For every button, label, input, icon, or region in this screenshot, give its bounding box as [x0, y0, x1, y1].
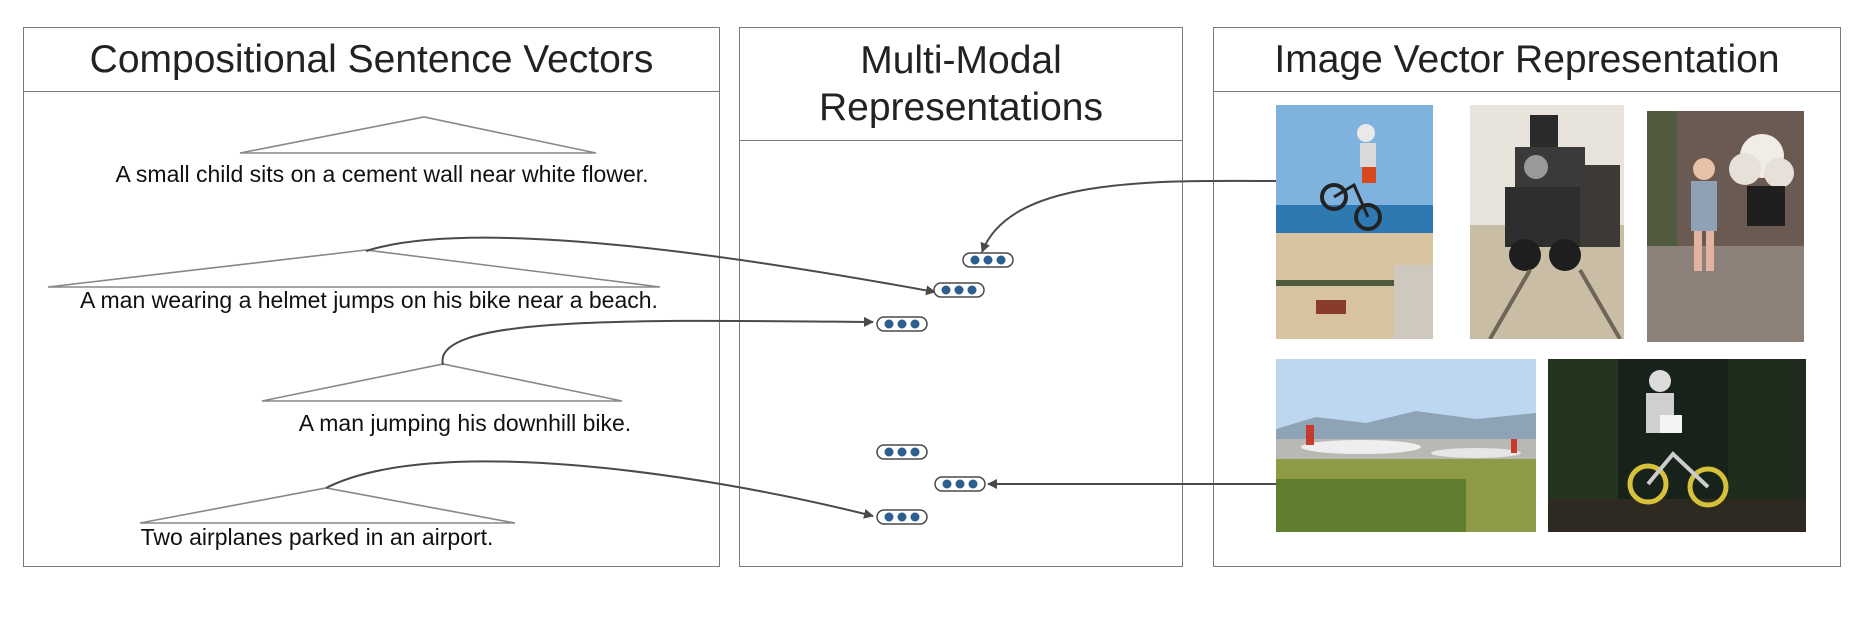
vector-representation-3	[876, 316, 928, 332]
multimodal-title: Multi-Modal Representations	[740, 28, 1182, 141]
parse-tree-3	[261, 363, 623, 402]
photo-bike-jump-beach-icon	[1276, 105, 1433, 339]
sentence-vectors-panel: Compositional Sentence Vectors	[23, 27, 720, 567]
multimodal-title-line1: Multi-Modal	[860, 39, 1062, 82]
vector-representation-5	[934, 476, 986, 492]
photo-child-on-wall-icon	[1647, 111, 1804, 342]
multimodal-title-line2: Representations	[818, 86, 1103, 129]
vector-representation-4	[876, 444, 928, 460]
sentence-2: A man wearing a helmet jumps on his bike…	[80, 287, 658, 313]
vector-representation-2	[933, 282, 985, 298]
vector-group	[876, 252, 1014, 525]
arrow-image-bike-to-vector	[980, 179, 1277, 253]
photo-airplanes-airport-icon	[1276, 359, 1536, 532]
sentence-1: A small child sits on a cement wall near…	[115, 161, 649, 187]
sentence-4: Two airplanes parked in an airport.	[140, 524, 494, 550]
parse-tree-4	[139, 487, 516, 524]
sentence-vectors-title: Compositional Sentence Vectors	[24, 28, 719, 92]
vector-representation-6	[876, 509, 928, 525]
photo-steam-locomotive-icon	[1470, 105, 1624, 339]
arrow-sentence4-to-vector	[325, 460, 874, 519]
vector-representation-1	[962, 252, 1014, 268]
image-vectors-title: Image Vector Representation	[1214, 28, 1840, 92]
sentence-3: A man jumping his downhill bike.	[298, 410, 632, 436]
parse-tree-1	[239, 116, 597, 154]
parse-tree-2	[47, 249, 661, 288]
arrow-sentence3-to-vector	[441, 316, 874, 366]
arrow-sentence2-to-vector	[365, 236, 936, 296]
photo-downhill-biker-icon	[1548, 359, 1806, 532]
